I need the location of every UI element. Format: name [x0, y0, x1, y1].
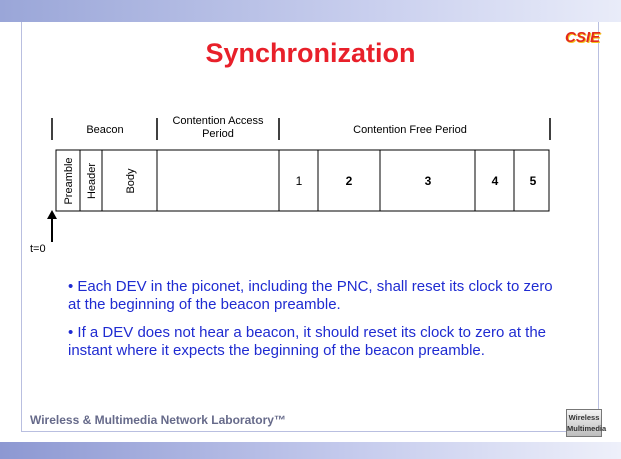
slide-title: Synchronization: [205, 38, 416, 68]
top-decorative-band: [0, 0, 621, 22]
frame-bottom: [21, 431, 599, 432]
footer-logo-line2: Multimedia: [567, 424, 607, 433]
superframe-diagram: Beacon Contention Access Period Contenti…: [30, 115, 551, 255]
slot-3-label: 3: [425, 174, 432, 188]
footer-logo-line1: Wireless: [568, 413, 600, 422]
wireless-multimedia-logo: Wireless Multimedia: [566, 409, 607, 437]
cfp-label: Contention Free Period: [353, 124, 467, 136]
bullet-list: • Each DEV in the piconet, including the…: [68, 278, 568, 370]
time-zero-arrowhead: [47, 210, 57, 219]
footer-lab-name: Wireless & Multimedia Network Laboratory…: [30, 413, 286, 427]
frame-left: [21, 22, 22, 432]
slot-1-label: 1: [296, 174, 303, 188]
superframe-box: [55, 149, 550, 212]
slot-4-label: 4: [492, 174, 499, 188]
preamble-cell-label: Preamble: [63, 157, 75, 204]
cap-label-line2: Period: [202, 128, 234, 140]
header-cell-label: Header: [86, 163, 98, 199]
bullet-item: • If a DEV does not hear a beacon, it sh…: [68, 324, 547, 359]
slot-5-label: 5: [530, 174, 537, 188]
frame-right: [598, 22, 599, 432]
bullet-item: • Each DEV in the piconet, including the…: [68, 278, 553, 313]
body-cell-label: Body: [125, 168, 137, 194]
time-zero-label: t=0: [30, 243, 46, 255]
slot-2-label: 2: [346, 174, 353, 188]
csie-logo: CSIE: [565, 29, 601, 46]
cap-label-line1: Contention Access: [172, 115, 264, 127]
bottom-decorative-band: [0, 442, 621, 459]
beacon-period-label: Beacon: [86, 124, 123, 136]
